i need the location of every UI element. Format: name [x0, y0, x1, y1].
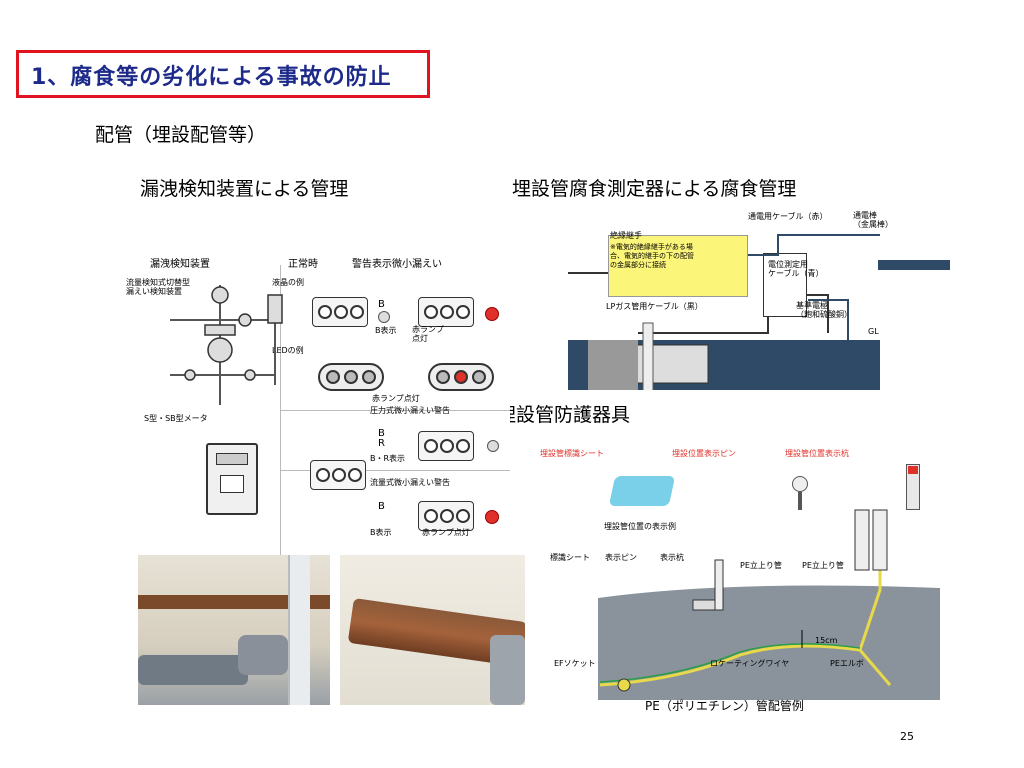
- label-sheet: 標識シート: [550, 553, 590, 562]
- ground-strip: [878, 260, 950, 270]
- red-led-2: [485, 510, 499, 524]
- electrode-rod-label: 通電棒 （金属棒）: [853, 211, 893, 229]
- leak-detection-diagram: 漏洩検知装置 正常時 警告表示微小漏えい 流量検知式切替型 漏えい検知装置 液晶…: [126, 245, 510, 555]
- pin-shaft: [798, 492, 802, 510]
- pe-elbow-label: PEエルボ: [830, 659, 864, 668]
- col-warning-label: 警告表示微小漏えい: [352, 259, 442, 270]
- b-letter: B: [378, 299, 385, 310]
- insulated-joint-note: ※電気的絶縁継手がある場合、電気的継手の下の配管の金属部分に接続: [610, 243, 694, 269]
- example-title: 埋設管位置の表示例: [604, 522, 676, 531]
- right-heading: 埋設管腐食測定器による腐食管理: [512, 178, 797, 200]
- b-display-label-2: B表示: [370, 528, 392, 537]
- indicator-lamp-warning: [418, 297, 474, 327]
- gl-label: GL: [868, 327, 879, 336]
- pipe-protection-diagram: 埋設管標識シート 埋設位置表示ピン 埋設管位置表示杭 埋設管位置の表示例 標識シ…: [530, 440, 950, 700]
- locating-wire-label: ロケーティングワイヤ: [710, 659, 790, 668]
- indicator-lamp-normal: [312, 297, 368, 327]
- subtitle: 配管（埋設配管等）: [95, 124, 267, 146]
- energizing-cable-label: 通電用ケーブル（赤）: [748, 212, 828, 221]
- b-display-label: B表示: [375, 326, 397, 335]
- led-example-label: LEDの例: [272, 346, 304, 355]
- label-pin: 表示ピン: [605, 553, 637, 562]
- pin-icon: [792, 476, 808, 492]
- indicator-lamp-flow-warning: [418, 501, 474, 531]
- indicator-lamp-led-warning: [428, 363, 494, 391]
- gray-led-2: [487, 440, 499, 452]
- left-heading: 漏洩検知装置による管理: [140, 178, 349, 200]
- grid-divider: [280, 470, 510, 471]
- position-stake-label: 埋設管位置表示杭: [785, 449, 849, 458]
- ef-socket-label: EFソケット: [554, 659, 596, 668]
- col-device-label: 漏洩検知装置: [150, 259, 210, 270]
- red-lamp-on-label-2: 赤ランプ点灯: [372, 394, 420, 403]
- indicator-lamp-flow-normal: [310, 460, 366, 490]
- grid-divider: [280, 410, 510, 411]
- measure-cable-label: 電位測定用 ケーブル（青）: [768, 260, 824, 278]
- label-stake: 表示杭: [660, 553, 684, 562]
- page-number: 25: [900, 730, 914, 743]
- meter-type-label: S型・SB型メータ: [144, 414, 208, 423]
- indicator-lamp-led-normal: [318, 363, 384, 391]
- flow-warning-label: 流量式微小漏えい警告: [370, 478, 450, 487]
- indicator-lamp-br: [418, 431, 474, 461]
- stake-icon: [906, 464, 920, 510]
- pipe-cross-section: [598, 509, 940, 700]
- pe-riser-label-1: PE立上り管: [740, 561, 782, 570]
- pe-pipe-caption: PE（ポリエチレン）管配管例: [645, 699, 804, 713]
- gray-led: [378, 311, 390, 323]
- br-display-label: B・R表示: [370, 454, 406, 463]
- corroded-pipe-photo-1: [138, 555, 330, 705]
- device-desc-1: 流量検知式切替型: [126, 278, 190, 287]
- red-lamp-on-label-3: 赤ランプ点灯: [422, 528, 470, 537]
- stake-cap: [908, 466, 918, 474]
- insulated-joint-label: 絶縁継手: [610, 231, 642, 240]
- red-lamp-on-label: 赤ランプ 点灯: [412, 325, 444, 343]
- corrosion-measurement-diagram: 絶縁継手 ※電気的絶縁継手がある場合、電気的継手の下の配管の金属部分に接続 通電…: [568, 205, 950, 390]
- pe-riser-label-2: PE立上り管: [802, 561, 844, 570]
- device-desc-2: 漏えい検知装置: [126, 287, 182, 296]
- meter-box: [763, 253, 807, 317]
- slide-title: 1、腐食等の劣化による事故の防止: [31, 65, 392, 90]
- col-normal-label: 正常時: [288, 259, 318, 270]
- lp-cable-label: LPガス管用ケーブル（黒）: [606, 302, 703, 311]
- reference-electrode-label: 基準電極 （飽和硫酸銅）: [796, 301, 852, 319]
- cable-lines: [568, 234, 880, 390]
- red-led: [485, 307, 499, 321]
- measuring-instrument: [608, 235, 748, 297]
- br-letters: B R: [378, 428, 385, 449]
- depth-label: 15cm: [815, 636, 838, 645]
- marker-sheet-label: 埋設管標識シート: [540, 449, 604, 458]
- title-box: 1、腐食等の劣化による事故の防止: [16, 50, 430, 98]
- protect-heading: 埋設管防護器具: [497, 404, 631, 426]
- lcd-example-label: 液晶の例: [272, 278, 304, 287]
- gas-meter: [206, 443, 258, 515]
- pressure-warning-label: 圧力式微小漏えい警告: [370, 406, 450, 415]
- position-pin-label: 埋設位置表示ピン: [672, 449, 736, 458]
- piping-schematic: [170, 285, 283, 405]
- b-letter-2: B: [378, 501, 385, 512]
- corroded-pipe-photo-2: [340, 555, 525, 705]
